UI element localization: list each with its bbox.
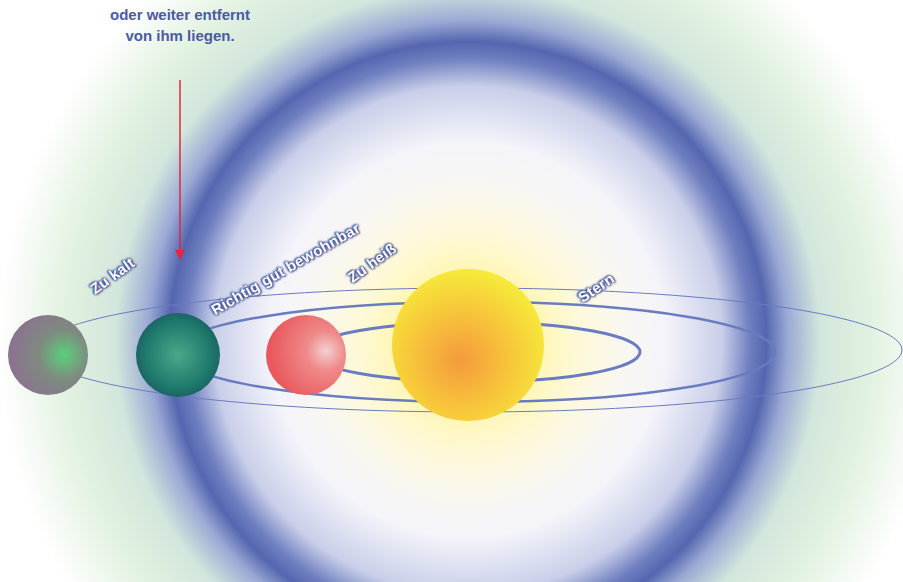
hot-planet — [266, 315, 346, 395]
cold-planet — [8, 315, 88, 395]
star — [392, 269, 544, 421]
habitable-planet — [136, 313, 220, 397]
pointer-arrow — [179, 80, 181, 258]
callout-note: oder weiter entfernt von ihm liegen. — [105, 4, 255, 46]
